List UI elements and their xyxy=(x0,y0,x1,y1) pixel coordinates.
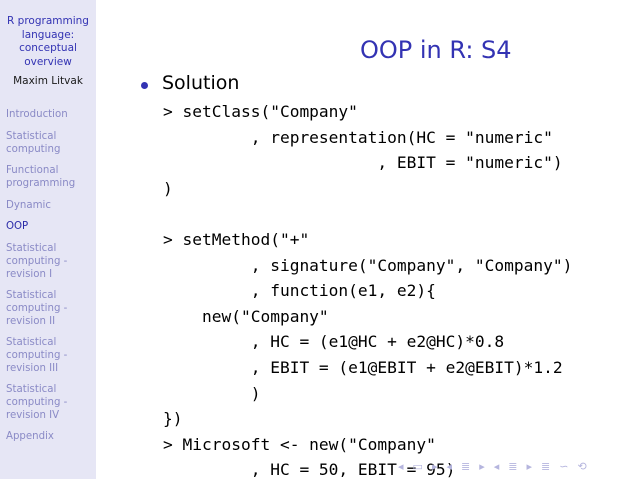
sidebar-nav-item[interactable]: Statistical computing -revision I xyxy=(6,242,94,282)
author-name[interactable]: Maxim Litvak xyxy=(13,75,83,87)
nav-section-icon[interactable]: ≣ xyxy=(508,459,518,473)
sidebar-nav-item[interactable]: Statistical computing -revision IV xyxy=(6,383,94,423)
frame-title: OOP in R: S4 xyxy=(360,36,512,64)
sidebar-nav-item-label: Statistical xyxy=(6,384,57,395)
sidebar-nav-item-label: computing - xyxy=(6,350,68,362)
code-line: new("Company" xyxy=(163,306,329,326)
nav-prev-subsection-icon[interactable]: ◂ xyxy=(446,459,452,473)
presentation-title[interactable]: R programming language: conceptual overv… xyxy=(2,15,94,69)
nav-next-section-icon[interactable]: ▸ xyxy=(526,459,533,473)
sidebar-nav-item-label: revision III xyxy=(6,363,59,375)
presentation-title-line: R programming xyxy=(7,15,89,27)
presentation-title-line: conceptual xyxy=(19,42,77,54)
sidebar-nav-item-label: Statistical xyxy=(6,131,57,142)
code-line: , representation(HC = "numeric" xyxy=(163,127,553,147)
code-line: , HC = 50, EBIT = 95) xyxy=(163,460,456,480)
code-line: ) xyxy=(163,178,173,198)
sidebar-nav-item[interactable]: Statistical computing xyxy=(6,130,94,156)
sidebar-nav-item-label: Statistical xyxy=(6,337,57,348)
nav-subsection-icon[interactable]: ≣ xyxy=(461,459,471,473)
nav-prev-frame-icon[interactable]: ◂ xyxy=(398,459,404,473)
nav-document-icon[interactable]: ≣ xyxy=(541,459,551,473)
sidebar-nav-item[interactable]: Dynamic xyxy=(6,199,94,212)
sidebar-nav-item[interactable]: Statistical computing -revision II xyxy=(6,289,94,329)
code-line: ) xyxy=(163,383,261,403)
sidebar-nav-item-label: computing xyxy=(6,144,61,156)
sidebar-nav-item-label: computing - xyxy=(6,397,68,409)
code-line: > Microsoft <- new("Company" xyxy=(163,434,436,454)
code-line: , HC = (e1@HC + e2@HC)*0.8 xyxy=(163,332,505,352)
sidebar-nav-item[interactable]: OOP xyxy=(6,220,94,233)
nav-frame-icon[interactable]: ▭ xyxy=(412,459,423,473)
sidebar-nav-item[interactable]: Introduction xyxy=(6,108,94,121)
code-line: > setClass("Company" xyxy=(163,102,358,121)
sidebar: R programming language: conceptual overv… xyxy=(0,0,96,479)
sidebar-nav-item-label: computing - xyxy=(6,256,68,268)
sidebar-nav-item-label: Statistical xyxy=(6,290,57,301)
navigation-symbols: ◂ ▭ ▸ ◂ ≣ ▸ ◂ ≣ ▸ ≣ ∽ ⟲ xyxy=(398,458,587,474)
sidebar-nav-item-label: revision II xyxy=(6,316,56,328)
sidebar-nav-item-label: Appendix xyxy=(6,431,54,442)
presentation-title-line: language: xyxy=(21,28,75,41)
nav-back-forward-icon[interactable]: ⟲ xyxy=(577,459,587,473)
code-line xyxy=(163,201,633,227)
sidebar-nav-item-label: programming xyxy=(6,178,76,190)
sidebar-nav-item-label: OOP xyxy=(6,221,29,232)
nav-next-subsection-icon[interactable]: ▸ xyxy=(479,459,485,473)
sidebar-nav-item-label: revision IV xyxy=(6,410,60,422)
sidebar-nav-item-label: computing - xyxy=(6,303,68,315)
code-block: > setClass("Company" , representation(HC… xyxy=(163,99,633,483)
sidebar-nav-item-label: Statistical xyxy=(6,243,57,254)
nav-prev-section-icon[interactable]: ◂ xyxy=(493,459,500,473)
code-line: > setMethod("+" xyxy=(163,229,310,249)
sidebar-nav-item[interactable]: Functional programming xyxy=(6,164,94,190)
sidebar-nav-item-label: Introduction xyxy=(6,109,68,120)
code-line: , EBIT = (e1@EBIT + e2@EBIT)*1.2 xyxy=(163,357,563,377)
code-line: , function(e1, e2){ xyxy=(163,281,436,301)
code-line: }) xyxy=(163,409,183,429)
bullet-icon xyxy=(141,82,148,89)
sidebar-nav-item[interactable]: Appendix xyxy=(6,430,94,443)
nav-next-frame-icon[interactable]: ▸ xyxy=(431,459,438,473)
presentation-title-line: overview xyxy=(24,55,72,68)
sidebar-nav-item[interactable]: Statistical computing -revision III xyxy=(6,336,94,376)
bullet-text: Solution xyxy=(162,72,240,94)
nav-search-icon[interactable]: ∽ xyxy=(559,459,569,473)
sidebar-nav-item-label: Functional xyxy=(6,165,59,176)
code-line: , EBIT = "numeric") xyxy=(163,153,563,173)
code-line: , signature("Company", "Company") xyxy=(163,255,573,275)
sidebar-nav-item-label: revision I xyxy=(6,269,53,281)
sidebar-nav-item-label: Dynamic xyxy=(6,200,51,211)
